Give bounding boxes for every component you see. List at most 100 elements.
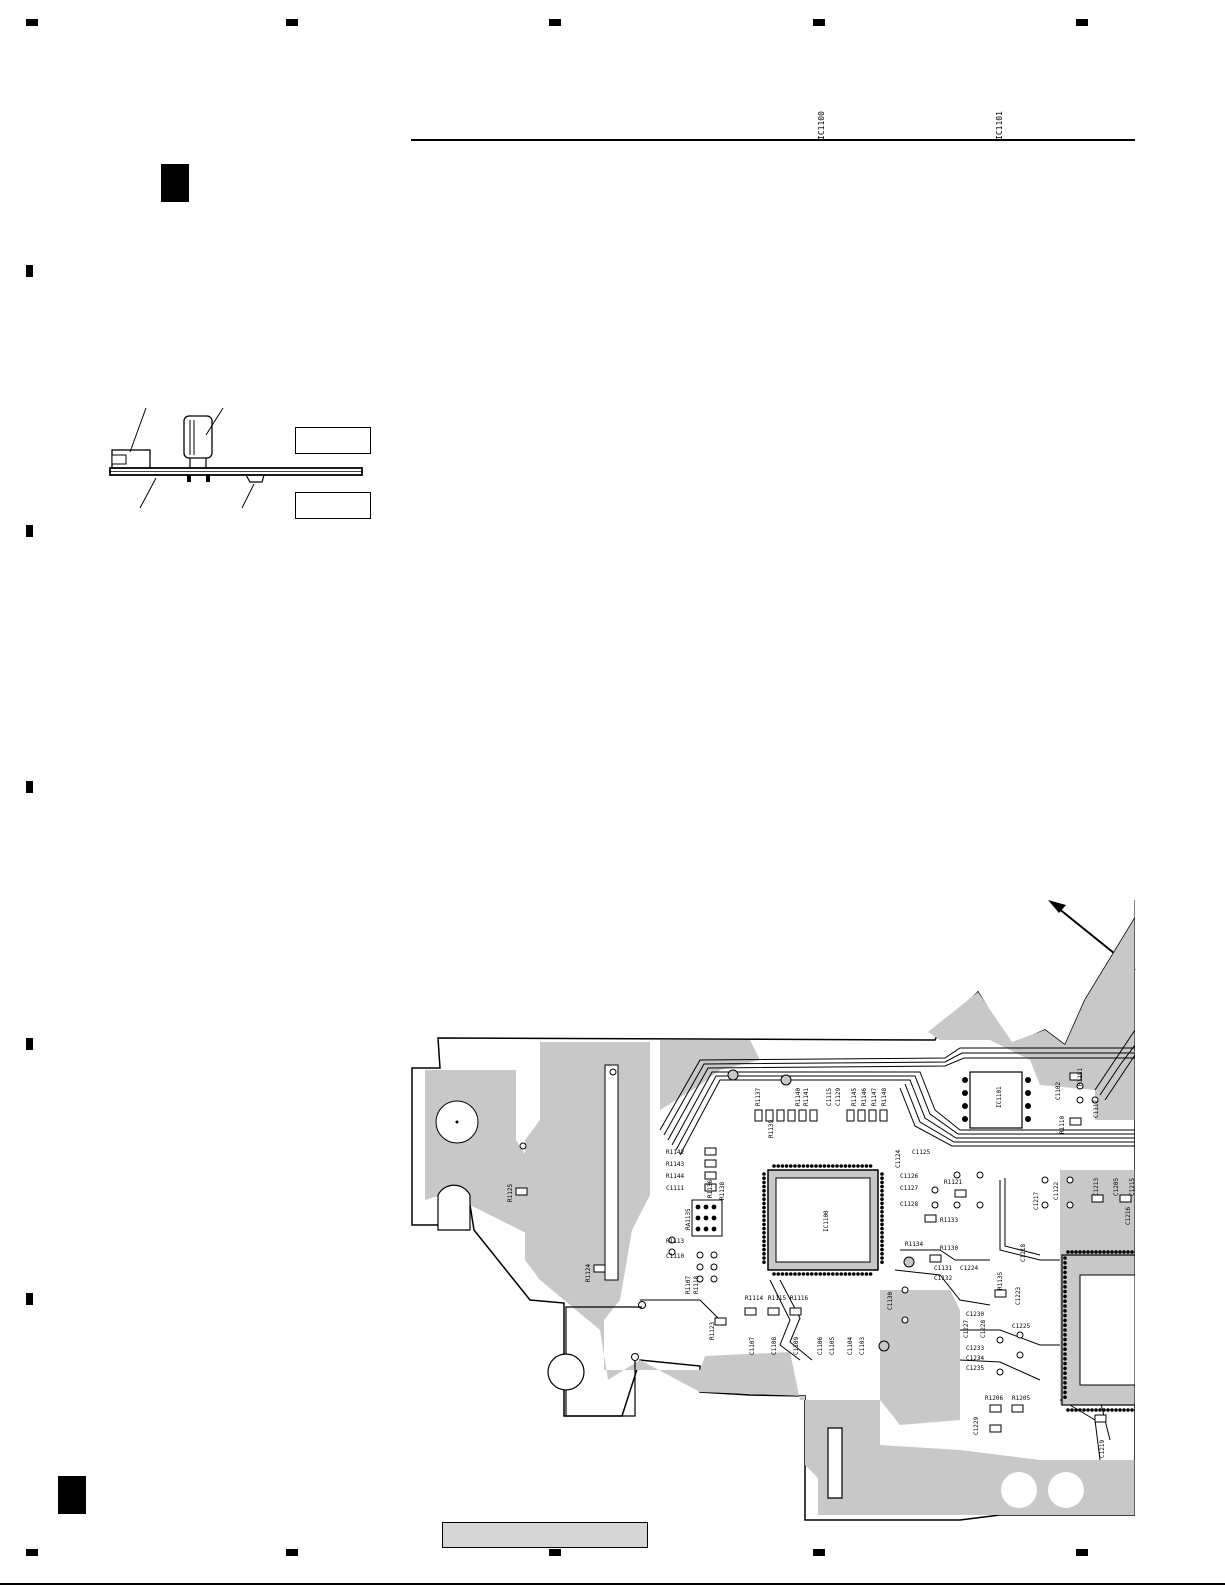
ic-pin	[852, 1272, 856, 1276]
label-c1125: C1125	[912, 1149, 930, 1156]
label-c1115: C1115	[826, 1088, 833, 1106]
ic-pin	[880, 1201, 884, 1206]
vias	[519, 1068, 1099, 1376]
copper-pour-center	[525, 1042, 1135, 1515]
ic-pin	[864, 1272, 869, 1276]
label-c1128: C1128	[900, 1201, 918, 1208]
registration-mark	[1076, 1549, 1088, 1556]
registration-mark	[26, 1038, 33, 1050]
label-r1147: R1147	[871, 1088, 878, 1106]
ic-pin	[1074, 1250, 1078, 1254]
ic-pin	[1063, 1395, 1067, 1399]
ic-pin	[1066, 1250, 1070, 1254]
ic-pin	[762, 1222, 766, 1227]
label-c1111: C1111	[666, 1185, 684, 1192]
ic-pin	[1063, 1313, 1067, 1318]
ic-pin	[1102, 1250, 1106, 1254]
ic-pin	[1063, 1376, 1067, 1380]
ic-pin	[835, 1272, 839, 1276]
ic-pin	[868, 1164, 873, 1168]
side-view-label-box-bottom	[295, 492, 371, 519]
ic-pin	[880, 1193, 884, 1197]
pcb-board: IC1100 IC1101 R1137 R1139 R1140 R1141 C1…	[411, 900, 1135, 1521]
ic-pin	[762, 1193, 766, 1197]
ic-pin	[880, 1231, 884, 1235]
ic-pin	[880, 1189, 884, 1193]
ic-pin	[762, 1172, 766, 1176]
ic-pin	[797, 1272, 801, 1276]
ic-pin	[814, 1272, 818, 1276]
ic-pin	[818, 1272, 822, 1276]
label-r1115: R1115	[768, 1295, 786, 1302]
ic-pin	[831, 1164, 835, 1168]
ic-pin	[1063, 1304, 1067, 1308]
ic-pin	[789, 1272, 793, 1276]
ic-pin	[1063, 1333, 1067, 1337]
ic-pin	[880, 1260, 884, 1264]
ic-pin	[880, 1247, 884, 1252]
label-r1125: R1125	[507, 1184, 514, 1202]
ic-pin	[1070, 1250, 1074, 1254]
ic-pin	[762, 1197, 766, 1201]
ic-pin	[1094, 1408, 1098, 1412]
ic-pin	[1066, 1408, 1070, 1412]
label-r1206: R1206	[985, 1395, 1003, 1402]
label-r1136: R1136	[707, 1180, 714, 1198]
ic-pin	[839, 1272, 843, 1276]
ic-pin	[772, 1272, 776, 1276]
label-c1224: C1224	[960, 1265, 978, 1272]
ic-pin	[856, 1164, 860, 1168]
ic-pin	[1078, 1408, 1082, 1412]
ic-pin	[1130, 1408, 1134, 1412]
label-r1133: R1133	[940, 1217, 958, 1224]
registration-mark	[286, 1549, 298, 1556]
ic-pin	[868, 1272, 873, 1276]
label-c1110: C1110	[666, 1253, 684, 1260]
label-c1106: C1106	[817, 1337, 824, 1355]
label-c1219: C1219	[1099, 1440, 1106, 1458]
ic-pin	[1114, 1250, 1118, 1254]
label-r1116: R1116	[790, 1295, 808, 1302]
ic-pin	[1126, 1408, 1130, 1412]
ic-pin	[880, 1239, 884, 1243]
ic-pin	[762, 1243, 766, 1248]
label-c1104: C1104	[847, 1337, 854, 1355]
label-r1107: R1107	[685, 1276, 692, 1294]
label-c1225: C1225	[1012, 1323, 1030, 1330]
ic-pin	[1063, 1347, 1067, 1351]
ic-pin	[835, 1164, 839, 1168]
ic-pin	[1063, 1323, 1067, 1327]
ic-pin	[880, 1197, 884, 1201]
ic-pin	[1086, 1408, 1090, 1412]
label-r1205: R1205	[1012, 1395, 1030, 1402]
ic-pin	[864, 1164, 869, 1168]
ic-pin	[762, 1205, 766, 1210]
ic-pin	[826, 1164, 831, 1168]
ic-pin	[826, 1272, 831, 1276]
ic-pin	[1114, 1408, 1118, 1412]
ic-pin	[801, 1164, 806, 1168]
label-r1121: R1121	[944, 1179, 962, 1186]
ic-pin	[1063, 1294, 1067, 1299]
label-c1130: C1130	[887, 1292, 894, 1310]
mounting-hole	[1048, 1472, 1084, 1508]
label-r1118: R1118	[693, 1276, 700, 1294]
ic-pin	[860, 1272, 864, 1276]
ic-pin	[843, 1272, 848, 1276]
registration-mark	[26, 19, 38, 26]
ic-pin	[805, 1164, 810, 1168]
ic-pin	[1106, 1408, 1110, 1412]
ic-pin	[762, 1184, 766, 1189]
ic-pin	[1063, 1256, 1067, 1260]
bottom-rule	[0, 1583, 1225, 1585]
registration-mark	[26, 1293, 33, 1305]
ic-pin	[880, 1222, 884, 1227]
ic-pin	[1063, 1285, 1067, 1289]
ic-pin	[1086, 1250, 1090, 1254]
label-c1213: C1213	[1093, 1178, 1100, 1196]
ic-pin	[772, 1164, 776, 1168]
ic-pin	[1118, 1250, 1122, 1254]
label-c1234: C1234	[966, 1355, 984, 1362]
ic-pin	[880, 1214, 884, 1218]
ic-pin	[1063, 1361, 1067, 1366]
